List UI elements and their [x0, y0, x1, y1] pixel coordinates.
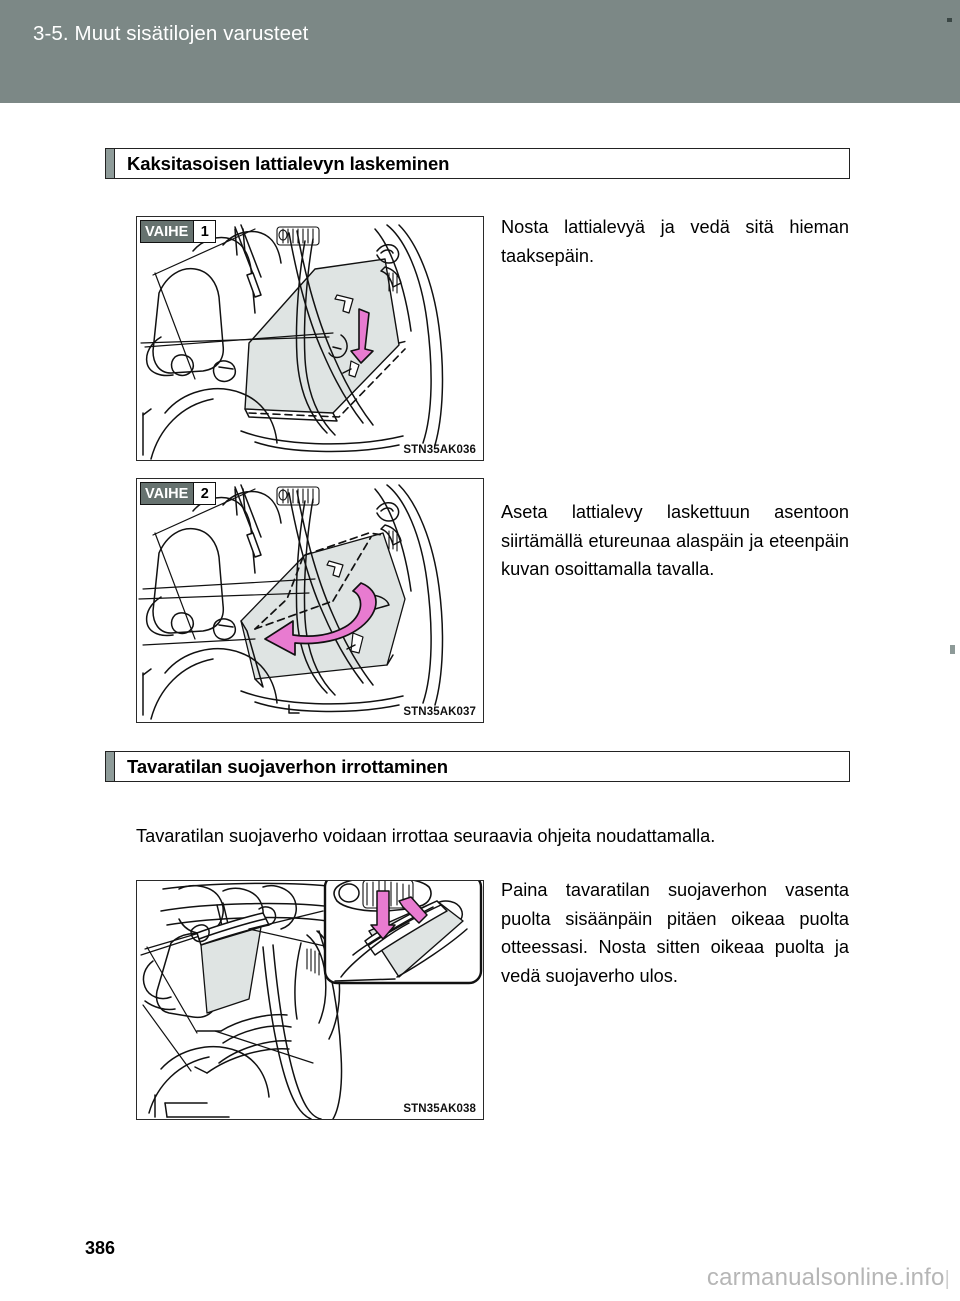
figure-step-1: VAIHE 1 STN35AK036 — [136, 216, 484, 461]
page-title: 3-5. Muut sisätilojen varusteet — [33, 22, 309, 45]
section-heading-2: Tavaratilan suojaverhon irrottaminen — [105, 751, 850, 782]
section-heading-1: Kaksitasoisen lattialevyn laskeminen — [105, 148, 850, 179]
section-accent-bar-2 — [105, 751, 114, 782]
site-watermark-tail: | — [944, 1268, 950, 1290]
section-heading-box: Kaksitasoisen lattialevyn laskeminen — [114, 148, 850, 179]
step-2-text: Aseta lattialevy laskettuun asentoon sii… — [501, 502, 849, 579]
figure-step-1-code: STN35AK036 — [403, 444, 476, 456]
figure-step-2: VAIHE 2 STN35AK037 — [136, 478, 484, 723]
figure-step-2-code: STN35AK037 — [403, 706, 476, 718]
page-header-band: 3-5. Muut sisätilojen varusteet — [0, 0, 960, 103]
section-heading-2-label: Tavaratilan suojaverhon irrottaminen — [127, 755, 448, 777]
step-badge-2-word: VAIHE — [141, 483, 194, 504]
section-heading-1-label: Kaksitasoisen lattialevyn laskeminen — [127, 152, 450, 174]
step-badge-1-word: VAIHE — [141, 221, 194, 242]
step-badge-2-number: 2 — [193, 483, 216, 504]
page-number: 386 — [85, 1238, 116, 1258]
section-heading-box-2: Tavaratilan suojaverhon irrottaminen — [114, 751, 850, 782]
figure-cargo-cover-illustration — [140, 881, 483, 1119]
step-badge-2: VAIHE 2 — [140, 482, 217, 505]
step-badge-1-number: 1 — [193, 221, 216, 242]
cargo-cover-step-text: Paina tavaratilan suojaverhon vasenta pu… — [501, 880, 849, 986]
step-badge-1: VAIHE 1 — [140, 220, 217, 243]
header-corner-mark — [947, 18, 952, 22]
section-accent-bar — [105, 148, 114, 179]
site-watermark-text: carmanualsonline.info — [706, 1264, 945, 1291]
section-2-intro: Tavaratilan suojaverho voidaan irrottaa … — [136, 826, 716, 846]
figure-step-2-illustration — [138, 484, 444, 720]
page-content: Kaksitasoisen lattialevyn laskeminen — [0, 103, 960, 1301]
step-1-text: Nosta lattialevyä ja vedä sitä hieman ta… — [501, 217, 849, 266]
figure-cargo-cover-code: STN35AK038 — [403, 1103, 476, 1115]
figure-cargo-cover: STN35AK038 — [136, 880, 484, 1120]
site-watermark: carmanualsonline.info| — [707, 1264, 950, 1292]
figure-step-1-illustration — [140, 224, 444, 460]
edge-tab-mark — [950, 645, 955, 654]
